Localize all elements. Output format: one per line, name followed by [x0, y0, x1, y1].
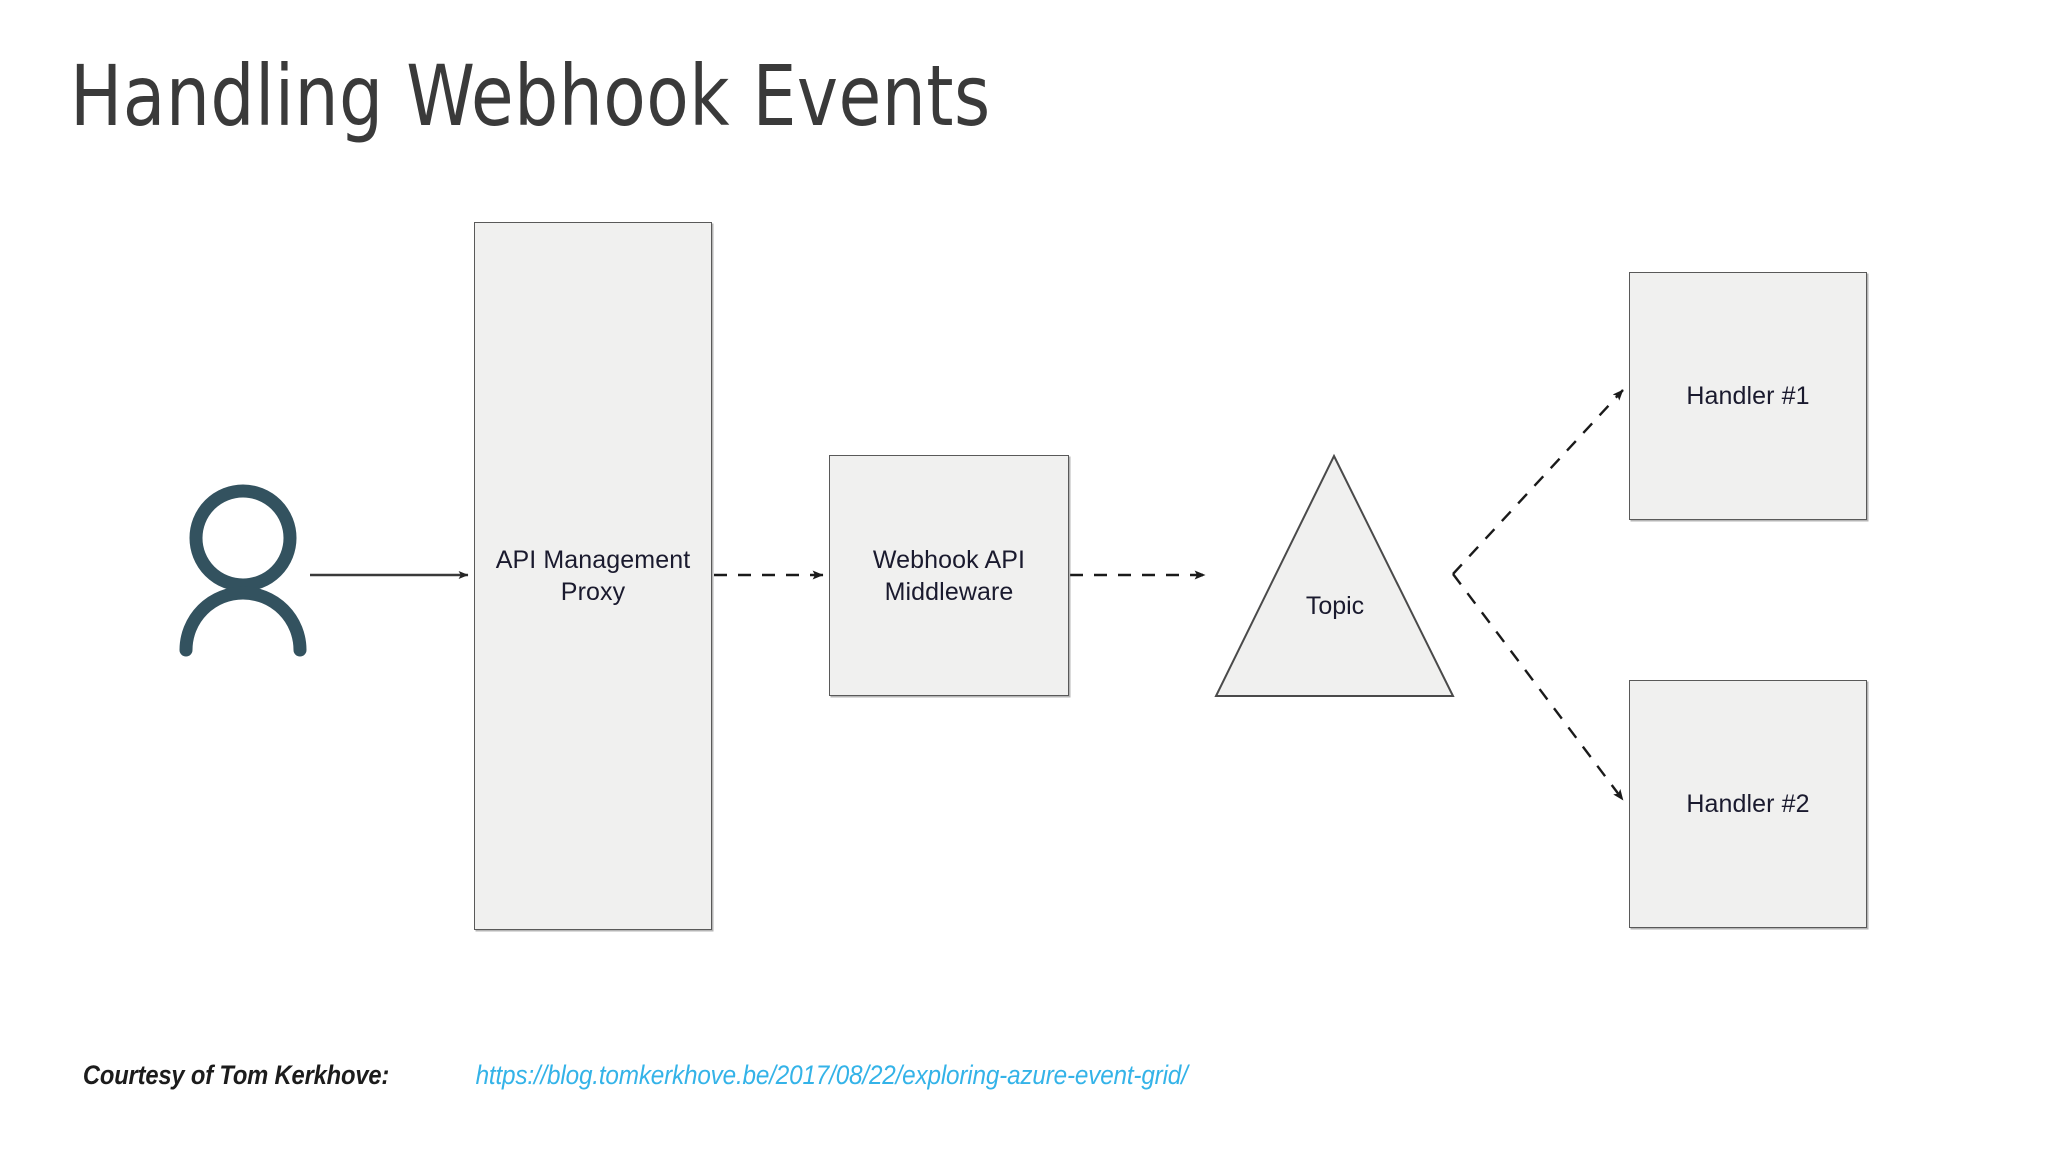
- node-label-apim: API Management Proxy: [495, 546, 691, 606]
- topic-triangle-shape: [1214, 453, 1455, 697]
- footer-credit-text: Courtesy of Tom Kerkhove:: [82, 1060, 390, 1090]
- node-label-handler-1: Handler #1: [1686, 382, 1810, 410]
- user-person-icon: [179, 484, 307, 657]
- edge-topic-to-handler2: [1452, 573, 1624, 801]
- edge-topic-to-handler1: [1452, 389, 1624, 575]
- footer-source-link[interactable]: https://blog.tomkerkhove.be/2017/08/22/e…: [475, 1060, 1188, 1090]
- node-handler-2[interactable]: Handler #2: [1629, 680, 1867, 928]
- node-label-topic: Topic: [1305, 592, 1365, 620]
- node-api-management-proxy[interactable]: API Management Proxy: [474, 222, 712, 930]
- node-handler-1[interactable]: Handler #1: [1629, 272, 1867, 520]
- page-title: Handling Webhook Events: [70, 47, 991, 145]
- node-webhook-api-middleware[interactable]: Webhook API Middleware: [829, 455, 1069, 696]
- node-label-handler-2: Handler #2: [1686, 790, 1810, 818]
- footer-credit-line: Courtesy of Tom Kerkhove: https://blog.t…: [62, 1060, 1227, 1091]
- node-label-webhook: Webhook API Middleware: [872, 545, 1026, 606]
